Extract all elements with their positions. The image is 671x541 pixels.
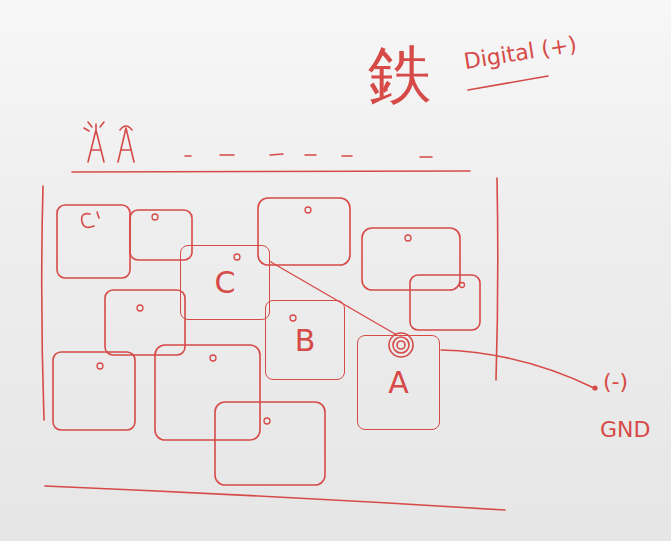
small-hole — [210, 355, 216, 361]
node-label: B — [295, 324, 316, 357]
frame-line — [42, 186, 44, 420]
plate-box: B — [265, 300, 345, 380]
small-hole — [234, 254, 240, 260]
plate-box — [53, 352, 135, 430]
contact-ring — [389, 333, 413, 357]
contact-ring — [397, 341, 405, 349]
plate-box — [57, 205, 130, 278]
frame-line — [72, 171, 470, 172]
small-hole — [305, 207, 311, 213]
small-hole — [152, 214, 158, 220]
plate-box — [155, 345, 260, 440]
node-label: A — [388, 366, 409, 399]
plate-box — [410, 275, 480, 330]
node-label: C — [215, 266, 236, 299]
plate-box: C — [180, 245, 270, 320]
scribble — [82, 212, 99, 227]
polarity-label: (-) — [603, 370, 628, 394]
small-hole — [264, 418, 270, 424]
small-hole — [290, 315, 296, 321]
lamp-figure — [84, 122, 104, 162]
ground-wire — [441, 350, 594, 388]
lamp-figure — [118, 126, 134, 162]
small-hole — [137, 305, 143, 311]
frame-line — [45, 486, 505, 510]
kanji-label: 鉄 — [368, 40, 432, 110]
small-hole — [97, 363, 103, 369]
plate-box — [215, 402, 325, 485]
plate-box — [258, 198, 350, 265]
plate-box — [130, 210, 192, 260]
connector-line — [270, 262, 397, 336]
frame-line — [496, 178, 498, 380]
underline — [468, 76, 548, 90]
plate-box: A — [357, 335, 440, 430]
contact-ring — [393, 337, 409, 353]
wire-end — [593, 386, 597, 390]
signal-label: GND — [600, 418, 650, 442]
small-hole — [460, 283, 465, 288]
dash-row — [185, 154, 432, 157]
signal-label: Digital (+) — [462, 32, 578, 74]
small-hole — [405, 235, 411, 241]
